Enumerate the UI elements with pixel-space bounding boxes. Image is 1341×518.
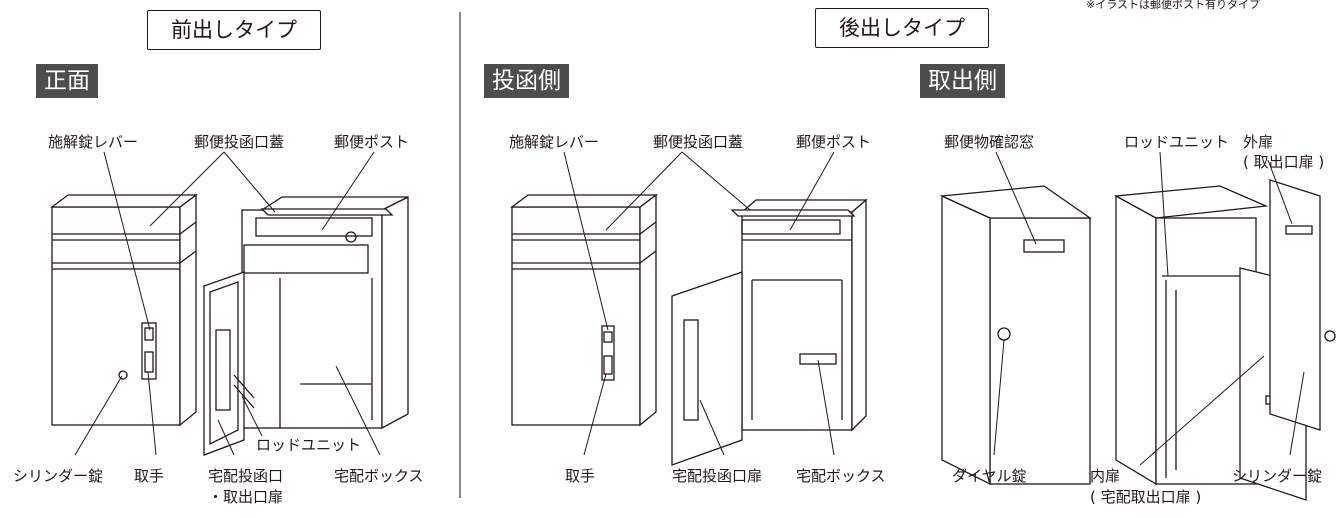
rear-type-title: 後出しタイプ bbox=[815, 8, 989, 48]
front-open-box bbox=[203, 195, 409, 456]
label-front-lock-lever: 施解錠レバー bbox=[48, 133, 139, 151]
label-take-mail-window: 郵便物確認窓 bbox=[944, 133, 1035, 151]
label-front-delivery-box: 宅配ボックス bbox=[334, 467, 424, 485]
label-insert-delivery-box: 宅配ボックス bbox=[796, 467, 886, 485]
badge-insert-side: 投函側 bbox=[484, 64, 569, 98]
label-front-door-line1: 宅配投函口 bbox=[208, 467, 284, 485]
insert-open-box bbox=[671, 198, 868, 466]
label-front-handle: 取手 bbox=[134, 467, 165, 485]
label-take-inner-door-line2: ( 宅配取出口扉 ) bbox=[1090, 488, 1202, 506]
label-take-rod-unit: ロッドユニット bbox=[1124, 133, 1230, 151]
label-insert-lock-lever: 施解錠レバー bbox=[509, 133, 600, 151]
label-insert-door: 宅配投函口扉 bbox=[672, 467, 763, 485]
label-front-mail-post: 郵便ポスト bbox=[334, 133, 410, 151]
label-insert-mail-post: 郵便ポスト bbox=[796, 133, 872, 151]
take-open-box bbox=[1113, 179, 1336, 501]
label-insert-mail-lid: 郵便投函口蓋 bbox=[653, 133, 744, 151]
badge-take-side: 取出側 bbox=[920, 64, 1005, 98]
label-take-outer-door-line1: 外扉 bbox=[1243, 133, 1274, 151]
label-take-inner-door-line1: 内扉 bbox=[1090, 467, 1121, 485]
label-front-door-line2: ・取出口扉 bbox=[208, 488, 284, 506]
badge-front-view: 正面 bbox=[36, 64, 98, 98]
take-closed-box bbox=[939, 185, 1093, 486]
label-take-dial-lock: ダイヤル錠 bbox=[952, 467, 1027, 485]
label-front-rod-unit: ロッドユニット bbox=[256, 436, 362, 454]
label-front-mail-lid: 郵便投函口蓋 bbox=[194, 133, 285, 151]
label-take-cylinder-lock: シリンダー錠 bbox=[1232, 467, 1323, 485]
illustration-note: ※イラストは郵便ポスト有りタイプ bbox=[1086, 0, 1260, 11]
insert-closed-box bbox=[510, 193, 658, 427]
leader-lines bbox=[74, 151, 1305, 466]
label-insert-handle: 取手 bbox=[565, 467, 596, 485]
label-take-outer-door-line2: ( 取出口扉 ) bbox=[1243, 153, 1325, 171]
label-front-cylinder-lock: シリンダー錠 bbox=[13, 467, 104, 485]
front-closed-box bbox=[50, 193, 198, 427]
front-type-title: 前出しタイプ bbox=[147, 10, 321, 50]
